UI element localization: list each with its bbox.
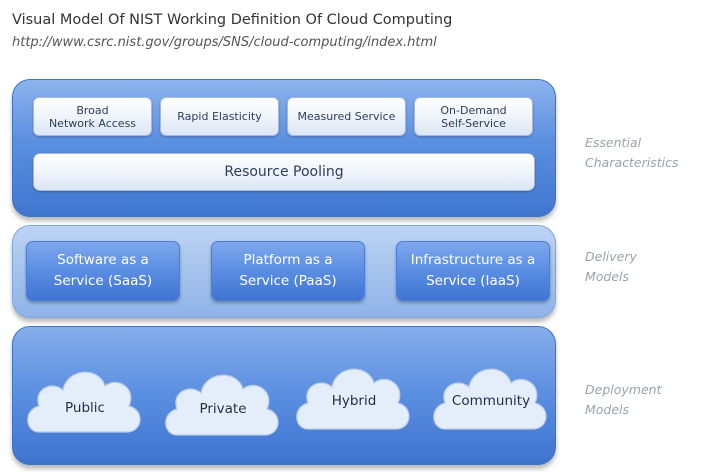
essential-characteristics-panel: Broad Network Access Rapid Elasticity Me… <box>12 79 556 217</box>
diagram-title: Visual Model Of NIST Working Definition … <box>12 12 453 28</box>
cloud-label-community: Community <box>451 393 531 409</box>
cloud-icon <box>296 368 410 430</box>
deployment-models-panel: Public Private Hybrid Community <box>12 326 556 465</box>
characteristic-on-demand-self-service: On-Demand Self-Service <box>414 97 533 136</box>
delivery-saas: Software as a Service (SaaS) <box>26 241 180 301</box>
cloud-icon <box>27 371 141 433</box>
deployment-hybrid-cloud: Hybrid <box>292 351 416 439</box>
delivery-models-label: Delivery Models <box>585 249 637 284</box>
deployment-public-cloud: Public <box>23 354 147 442</box>
essential-characteristics-label: Essential Characteristics <box>585 135 679 170</box>
source-url: http://www.csrc.nist.gov/groups/SNS/clou… <box>12 35 437 50</box>
characteristic-resource-pooling: Resource Pooling <box>33 153 535 191</box>
delivery-iaas: Infrastructure as a Service (IaaS) <box>396 241 550 301</box>
cloud-label-hybrid: Hybrid <box>331 393 377 409</box>
delivery-models-panel: Software as a Service (SaaS) Platform as… <box>12 225 556 318</box>
cloud-icon <box>433 368 547 430</box>
deployment-models-label: Deployment Models <box>585 382 662 417</box>
deployment-private-cloud: Private <box>161 357 285 445</box>
delivery-paas: Platform as a Service (PaaS) <box>211 241 365 301</box>
cloud-icon <box>165 374 279 436</box>
characteristic-rapid-elasticity: Rapid Elasticity <box>160 97 279 136</box>
cloud-label-private: Private <box>199 401 247 417</box>
characteristic-broad-network-access: Broad Network Access <box>33 97 152 136</box>
cloud-label-public: Public <box>65 400 105 416</box>
deployment-community-cloud: Community <box>429 351 553 439</box>
characteristic-measured-service: Measured Service <box>287 97 406 136</box>
